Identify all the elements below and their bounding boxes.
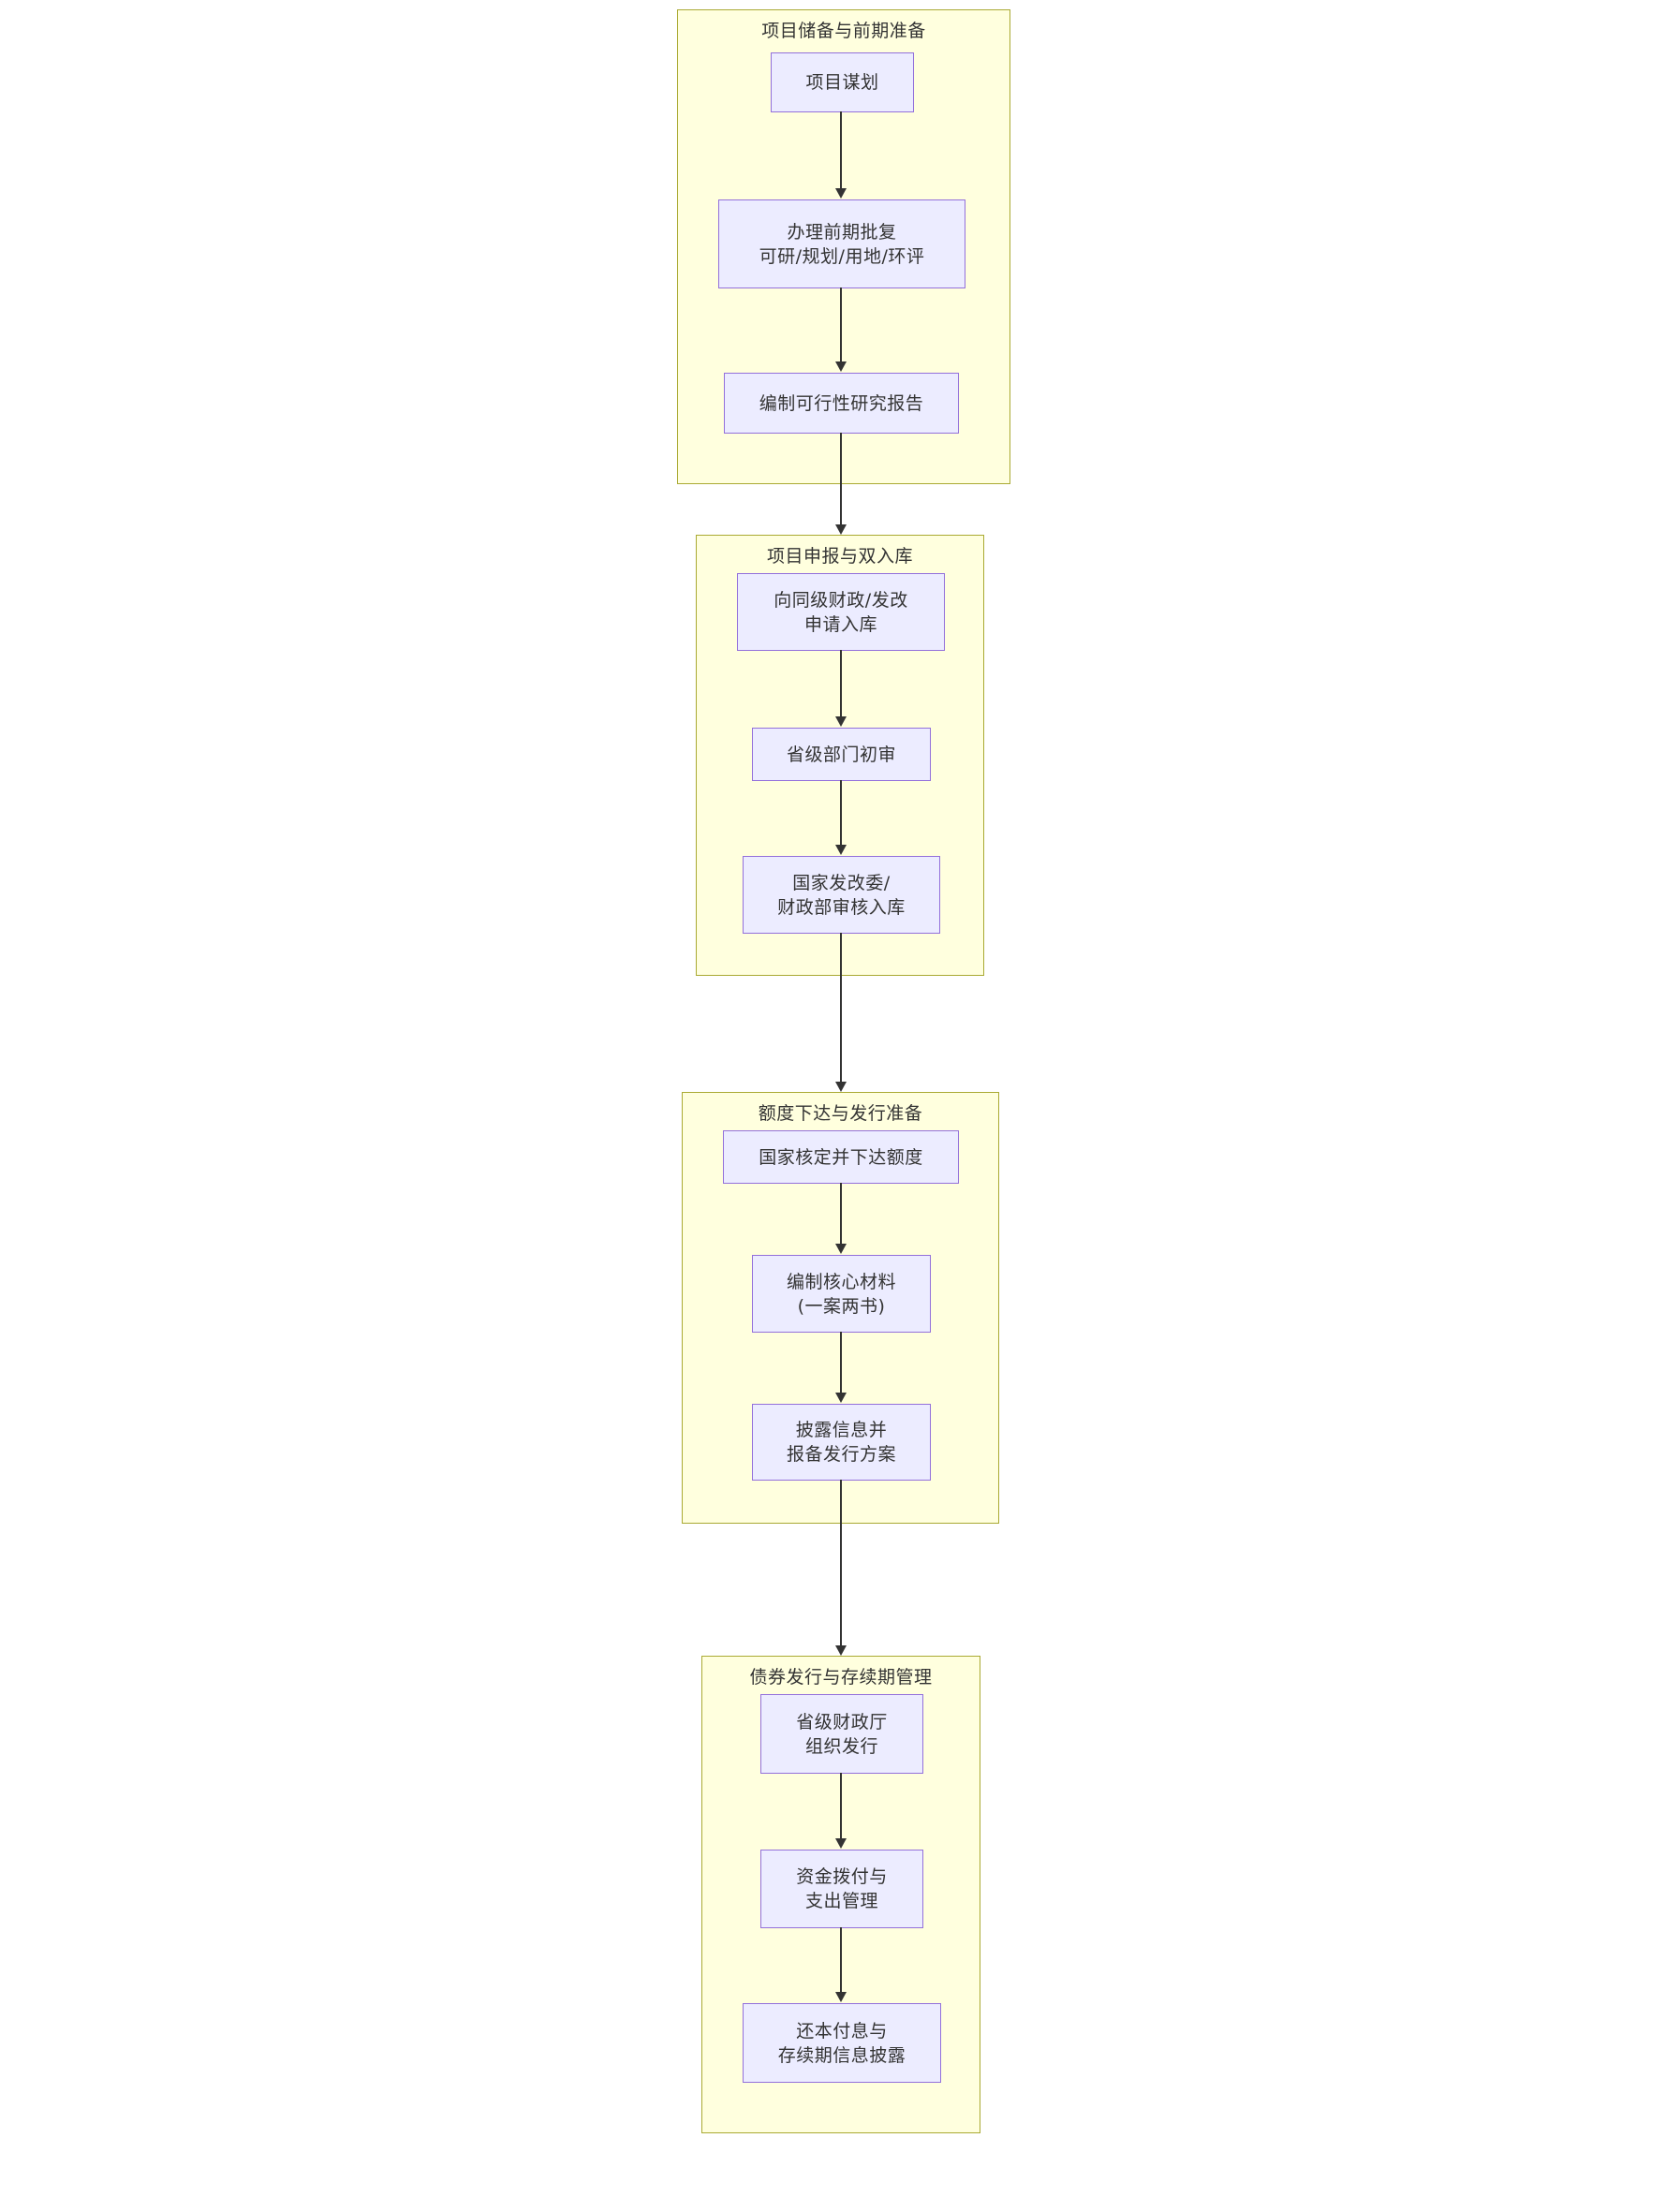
node-label: 编制可行性研究报告: [759, 392, 924, 414]
node-core-materials: 编制核心材料 (一案两书): [752, 1255, 931, 1333]
node-national-review: 国家发改委/ 财政部审核入库: [743, 856, 940, 934]
flow-arrow: [835, 1927, 847, 2002]
node-apply-storage: 向同级财政/发改 申请入库: [737, 573, 945, 651]
arrowhead-icon: [835, 1393, 847, 1403]
arrow-line: [840, 288, 842, 361]
arrowhead-icon: [835, 716, 847, 727]
cluster-project-declaration: 项目申报与双入库 向同级财政/发改 申请入库 省级部门初审 国家发改委/ 财政部…: [696, 535, 984, 976]
node-label: 项目谋划: [805, 72, 879, 93]
flow-arrow: [835, 1773, 847, 1849]
node-early-approvals: 办理前期批复 可研/规划/用地/环评: [718, 199, 965, 288]
node-quota-assignment: 国家核定并下达额度: [723, 1130, 959, 1184]
arrowhead-icon: [835, 1992, 847, 2002]
flow-arrow: [835, 1183, 847, 1254]
arrow-line: [840, 1773, 842, 1838]
node-organize-issuance: 省级财政厅 组织发行: [760, 1694, 923, 1774]
cluster-title: 项目储备与前期准备: [761, 21, 926, 41]
arrow-line: [840, 111, 842, 188]
arrowhead-icon: [835, 845, 847, 855]
arrow-line: [840, 780, 842, 845]
node-label: 国家核定并下达额度: [759, 1146, 923, 1168]
flow-arrow: [835, 433, 847, 535]
cluster-bond-issuance-management: 债券发行与存续期管理 省级财政厅 组织发行 资金拨付与 支出管理 还本付息与 存…: [701, 1656, 980, 2133]
node-repayment-disclosure: 还本付息与 存续期信息披露: [743, 2003, 941, 2083]
node-label: 向同级财政/发改 申请入库: [774, 589, 908, 635]
flow-arrow: [835, 1332, 847, 1403]
flow-arrow: [835, 780, 847, 855]
arrow-line: [840, 933, 842, 1082]
arrow-line: [840, 1480, 842, 1645]
arrowhead-icon: [835, 188, 847, 199]
cluster-title: 项目申报与双入库: [766, 546, 913, 567]
cluster-title: 债券发行与存续期管理: [749, 1667, 933, 1688]
node-label: 披露信息并 报备发行方案: [786, 1420, 896, 1465]
arrow-line: [840, 1183, 842, 1244]
node-label: 还本付息与 存续期信息披露: [777, 2020, 906, 2066]
node-project-planning: 项目谋划: [771, 52, 914, 112]
arrowhead-icon: [835, 1838, 847, 1849]
node-label: 国家发改委/ 财政部审核入库: [777, 872, 906, 918]
flow-arrow: [835, 288, 847, 372]
cluster-quota-issuance-prep: 额度下达与发行准备 国家核定并下达额度 编制核心材料 (一案两书) 披露信息并 …: [682, 1092, 999, 1524]
arrow-line: [840, 1927, 842, 1992]
node-provincial-review: 省级部门初审: [752, 728, 931, 781]
arrowhead-icon: [835, 361, 847, 372]
arrow-line: [840, 650, 842, 716]
node-label: 办理前期批复 可研/规划/用地/环评: [759, 221, 925, 267]
flow-arrow: [835, 1480, 847, 1656]
node-fund-disbursement: 资金拨付与 支出管理: [760, 1850, 923, 1928]
arrowhead-icon: [835, 1082, 847, 1092]
cluster-project-preparation: 项目储备与前期准备 项目谋划 办理前期批复 可研/规划/用地/环评 编制可行性研…: [677, 9, 1010, 484]
flow-arrow: [835, 111, 847, 199]
flow-arrow: [835, 650, 847, 727]
flow-arrow: [835, 933, 847, 1092]
arrowhead-icon: [835, 524, 847, 535]
node-label: 资金拨付与 支出管理: [796, 1866, 888, 1911]
arrowhead-icon: [835, 1244, 847, 1254]
node-label: 省级部门初审: [786, 744, 896, 765]
arrowhead-icon: [835, 1645, 847, 1656]
node-disclosure-filing: 披露信息并 报备发行方案: [752, 1404, 931, 1481]
cluster-title: 额度下达与发行准备: [758, 1103, 923, 1124]
node-feasibility-report: 编制可行性研究报告: [724, 373, 959, 434]
arrow-line: [840, 1332, 842, 1393]
node-label: 省级财政厅 组织发行: [796, 1711, 888, 1757]
arrow-line: [840, 433, 842, 524]
node-label: 编制核心材料 (一案两书): [786, 1271, 896, 1317]
